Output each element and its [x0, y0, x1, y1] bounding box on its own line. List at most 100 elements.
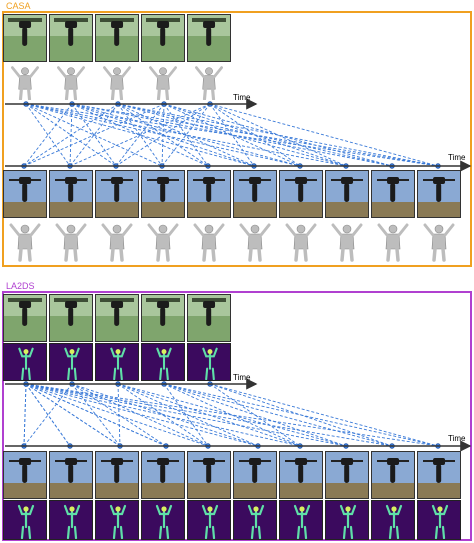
target-frame — [49, 451, 93, 499]
alignment-link — [25, 103, 347, 167]
alignment-link — [117, 383, 347, 447]
pose-skeleton — [293, 504, 311, 539]
alignment-link — [163, 383, 439, 447]
target-frame — [233, 170, 277, 218]
athlete-figure — [19, 457, 32, 490]
athlete-figure — [433, 176, 446, 209]
athlete-figure — [19, 20, 32, 53]
pose-skeleton — [339, 504, 357, 539]
source-frame — [95, 14, 139, 62]
athlete-figure — [203, 300, 216, 333]
alignment-link — [71, 103, 117, 167]
alignment-link — [25, 383, 347, 447]
alignment-link — [115, 103, 211, 167]
body-mesh — [377, 223, 409, 262]
alignment-link — [161, 103, 211, 167]
alignment-link — [25, 103, 439, 167]
alignment-link — [69, 103, 211, 167]
pose-heatmap — [95, 343, 139, 381]
athlete-figure — [157, 176, 170, 209]
source-frame — [3, 294, 47, 342]
la2ds-panel — [2, 291, 472, 541]
pose-heatmap — [187, 500, 231, 540]
athlete-figure — [203, 176, 216, 209]
target-frame — [95, 170, 139, 218]
alignment-link — [163, 383, 209, 447]
body-mesh — [9, 223, 41, 262]
athlete-figure — [249, 457, 262, 490]
alignment-link — [23, 103, 73, 167]
pose-skeleton — [385, 504, 403, 539]
pose-skeleton — [18, 347, 34, 380]
la2ds-alignment-links — [21, 381, 441, 449]
athlete-figure — [341, 176, 354, 209]
body-mesh — [193, 223, 225, 262]
alignment-link — [117, 383, 209, 447]
athlete-figure — [19, 176, 32, 209]
pose-heatmap — [95, 500, 139, 540]
pose-heatmap — [371, 500, 415, 540]
alignment-link — [25, 383, 393, 447]
body-mesh — [147, 223, 179, 262]
time-label-2: Time — [448, 153, 466, 162]
alignment-link — [71, 383, 259, 447]
alignment-link — [23, 383, 73, 447]
alignment-link — [115, 103, 165, 167]
pose-heatmap — [279, 500, 323, 540]
source-frame — [3, 14, 47, 62]
target-frame — [417, 170, 461, 218]
athlete-figure — [249, 176, 262, 209]
alignment-link — [163, 383, 393, 447]
alignment-link — [163, 383, 347, 447]
source-frame — [141, 14, 185, 62]
target-frame — [325, 170, 369, 218]
alignment-link — [117, 103, 209, 167]
pose-heatmap — [417, 500, 461, 540]
alignment-link — [163, 103, 209, 167]
athlete-figure — [157, 300, 170, 333]
body-mesh — [285, 223, 317, 262]
target-frame — [95, 451, 139, 499]
target-frame — [3, 170, 47, 218]
athlete-figure — [157, 457, 170, 490]
alignment-link — [25, 383, 71, 447]
alignment-link — [209, 383, 301, 447]
pose-heatmap — [187, 343, 231, 381]
target-frame — [187, 451, 231, 499]
pose-skeleton — [109, 504, 127, 539]
athlete-figure — [387, 457, 400, 490]
pose-skeleton — [247, 504, 265, 539]
athlete-figure — [111, 20, 124, 53]
pose-skeleton — [64, 347, 80, 380]
target-frame — [49, 170, 93, 218]
alignment-link — [69, 103, 119, 167]
casa-label: CASA — [6, 1, 31, 11]
pose-skeleton — [201, 504, 219, 539]
alignment-link — [25, 103, 117, 167]
pose-heatmap — [3, 500, 47, 540]
athlete-figure — [111, 176, 124, 209]
target-frame — [417, 451, 461, 499]
target-frame — [187, 170, 231, 218]
source-frame — [187, 294, 231, 342]
casa-alignment-links — [21, 101, 441, 169]
athlete-figure — [111, 300, 124, 333]
body-mesh — [101, 223, 133, 262]
la2ds-label: LA2DS — [6, 281, 35, 291]
pose-skeleton — [155, 504, 173, 539]
time-label-3: Time — [233, 373, 251, 382]
athlete-figure — [295, 457, 308, 490]
athlete-figure — [111, 457, 124, 490]
alignment-link — [71, 103, 393, 167]
pose-heatmap — [325, 500, 369, 540]
alignment-link — [117, 103, 347, 167]
body-mesh — [239, 223, 271, 262]
pose-heatmap — [49, 343, 93, 381]
time-label-4: Time — [448, 434, 466, 443]
athlete-figure — [387, 176, 400, 209]
alignment-link — [71, 103, 301, 167]
body-mesh — [331, 223, 363, 262]
athlete-figure — [203, 457, 216, 490]
alignment-link — [25, 383, 439, 447]
